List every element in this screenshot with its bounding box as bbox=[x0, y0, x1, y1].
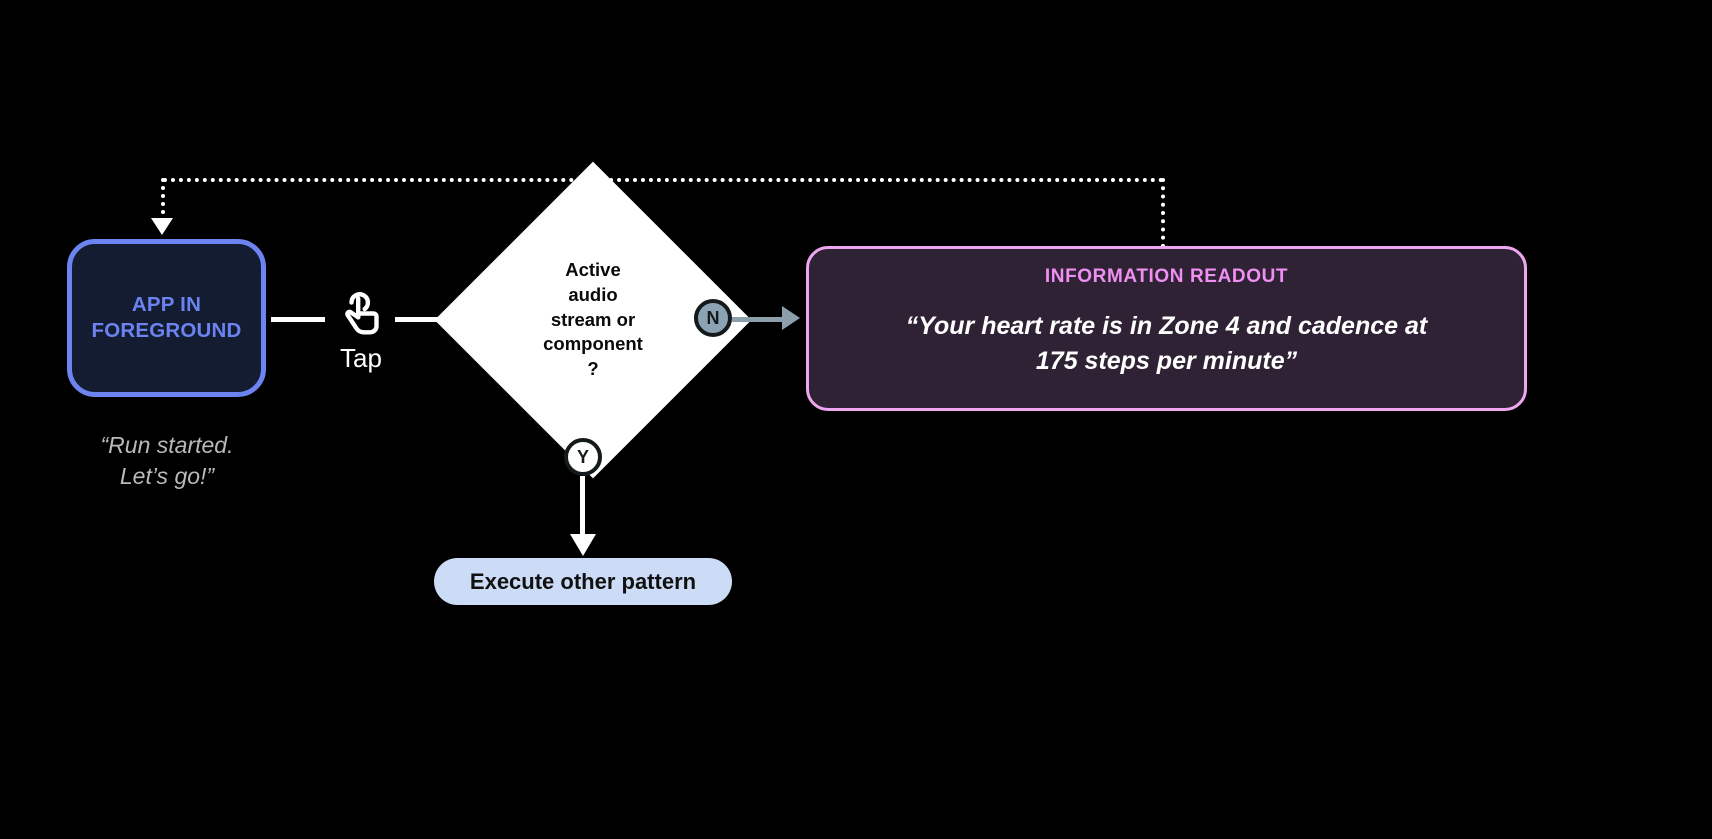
tap-hand-icon bbox=[345, 292, 379, 335]
edge-no-to-readout bbox=[732, 317, 784, 322]
feedback-loop-top-segment bbox=[163, 178, 1164, 182]
gesture-tap-label: Tap bbox=[340, 343, 382, 373]
branch-badge-yes: Y bbox=[564, 438, 602, 476]
feedback-loop-right-segment bbox=[1161, 178, 1165, 248]
node-app-in-foreground[interactable]: APP IN FOREGROUND bbox=[67, 239, 266, 397]
edge-tap-to-decision bbox=[395, 317, 467, 322]
feedback-loop-arrowhead-icon bbox=[151, 218, 173, 235]
branch-badge-no: N bbox=[694, 299, 732, 337]
node-decision-audio-stream[interactable]: Active audio stream or component ? bbox=[434, 161, 752, 479]
node-execute-other-pattern[interactable]: Execute other pattern bbox=[434, 558, 732, 605]
edge-yes-arrowhead-icon bbox=[570, 534, 596, 556]
edge-no-arrowhead-icon bbox=[782, 306, 800, 330]
information-readout-body: “Your heart rate is in Zone 4 and cadenc… bbox=[905, 312, 1428, 375]
app-in-foreground-caption: “Run started. Let’s go!” bbox=[100, 432, 234, 490]
edge-app-to-tap bbox=[271, 317, 325, 322]
node-information-readout[interactable]: INFORMATION READOUT “Your heart rate is … bbox=[806, 246, 1527, 411]
edge-yes-to-pill bbox=[580, 476, 585, 540]
information-readout-title: INFORMATION READOUT bbox=[1044, 266, 1289, 287]
app-in-foreground-label: APP IN FOREGROUND bbox=[91, 292, 242, 342]
gesture-tap: Tap bbox=[325, 288, 397, 371]
execute-other-pattern-label: Execute other pattern bbox=[469, 568, 697, 594]
decision-label: Active audio stream or component ? bbox=[543, 259, 643, 380]
feedback-loop-left-segment bbox=[161, 178, 165, 222]
